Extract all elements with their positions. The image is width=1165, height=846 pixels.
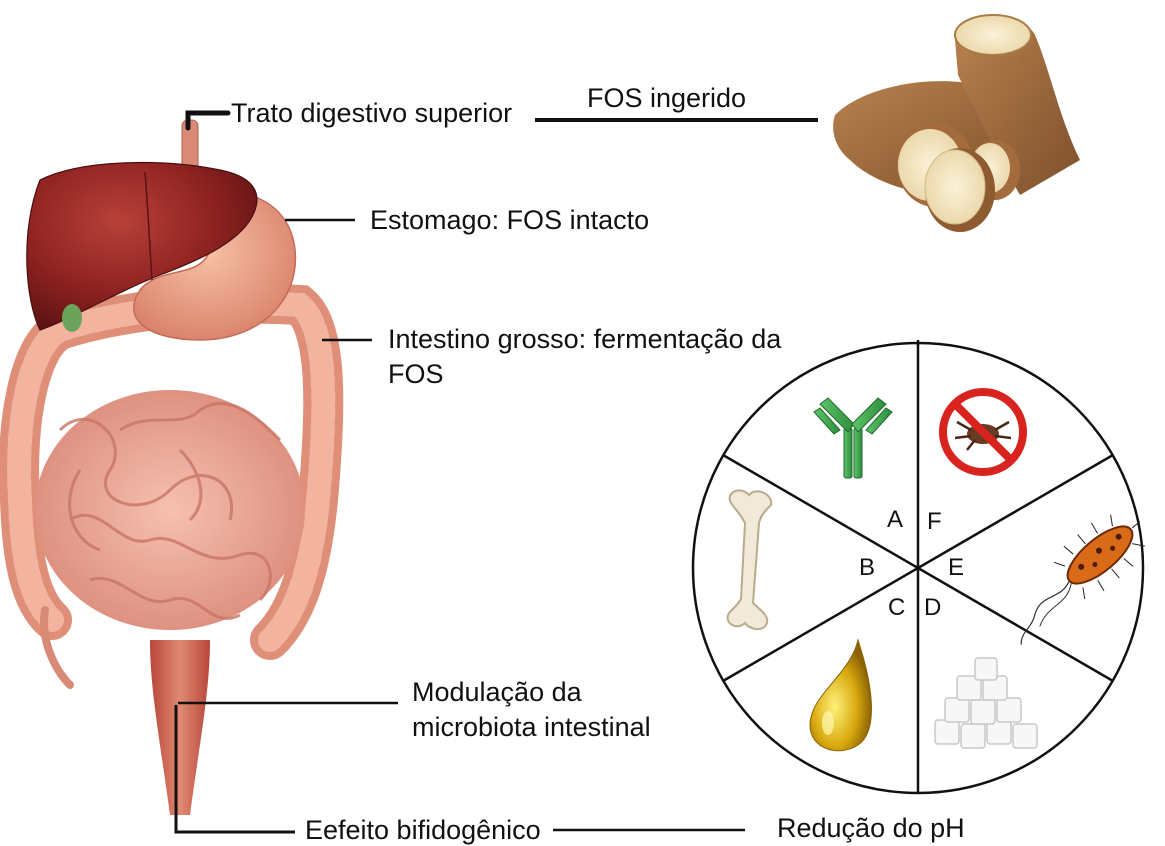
yam-tuber-photo [833, 15, 1080, 232]
segment-label-d: D [924, 594, 941, 622]
stomach-label: Estomago: FOS intacto [370, 204, 649, 236]
fos-ingested-label: FOS ingerido [587, 82, 746, 114]
segment-label-a: A [887, 506, 903, 534]
segment-label-b: B [859, 554, 875, 582]
antibody-icon [814, 398, 892, 478]
bone-icon [728, 490, 772, 629]
segment-label-e: E [948, 554, 964, 582]
upper-tract-label: Trato digestivo superior [231, 97, 512, 129]
segment-label-f: F [927, 508, 942, 536]
ph-reduction-label: Redução do pH [777, 812, 965, 844]
segment-label-c: C [888, 594, 905, 622]
bifidogenic-label: Eefeito bifidogênico [305, 814, 541, 846]
large-intestine-label-line2: FOS [388, 358, 444, 390]
benefits-wheel [693, 340, 1159, 793]
digestive-system-illustration [19, 120, 323, 815]
modulation-label-line2: microbiota intestinal [412, 711, 651, 743]
oil-drop-icon [810, 640, 872, 751]
no-pathogen-icon [943, 392, 1023, 472]
modulation-label-line1: Modulação da [412, 676, 582, 708]
large-intestine-label-line1: Intestino grosso: fermentação da [388, 323, 781, 355]
sugar-cubes-icon [935, 658, 1037, 748]
